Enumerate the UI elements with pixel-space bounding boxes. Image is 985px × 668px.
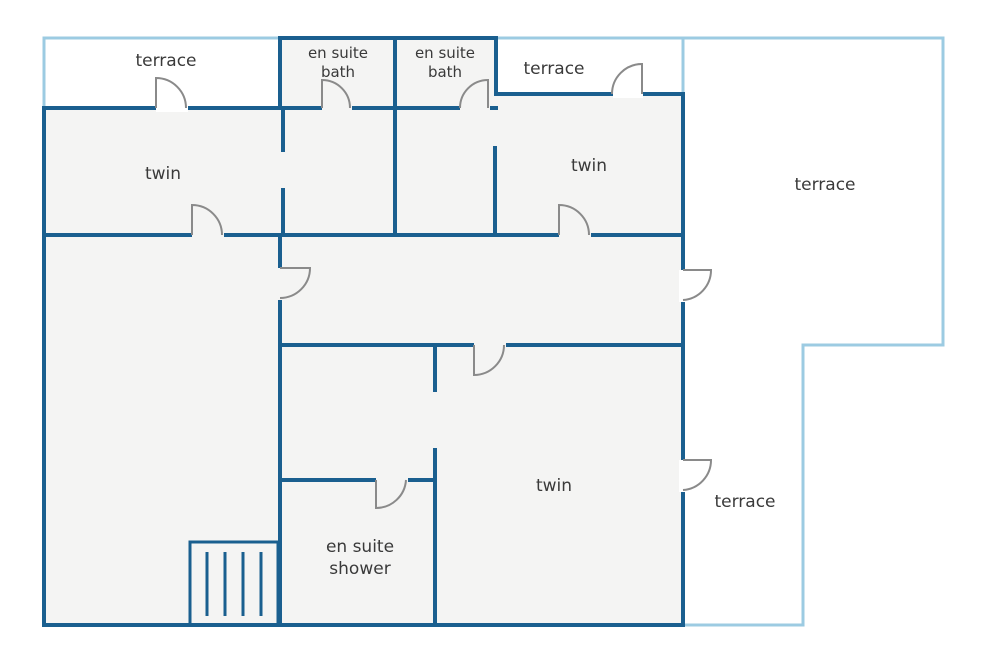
stairs-box	[188, 540, 280, 627]
door-swing	[558, 203, 590, 236]
doors	[155, 62, 713, 510]
label-en-suite-bath-1-line2: bath	[321, 63, 355, 81]
label-en-suite-bath-1-line1: en suite	[308, 44, 368, 62]
label-en-suite-shower-line1: en suite	[326, 537, 394, 557]
door-gap	[376, 476, 408, 484]
door-swing	[611, 62, 643, 95]
door-swing	[321, 78, 351, 109]
door-gap	[322, 104, 352, 112]
stairs	[205, 552, 263, 616]
door-gap	[559, 231, 591, 239]
door-swing	[473, 344, 505, 377]
door-swing	[155, 76, 187, 109]
door-gap	[474, 341, 506, 349]
door-gap	[613, 90, 643, 98]
label-terrace-top-mid: terrace	[523, 59, 584, 79]
door-swing	[459, 78, 489, 109]
label-terrace-right: terrace	[794, 175, 855, 195]
label-terrace-bottom-right: terrace	[714, 492, 775, 512]
door-gap	[156, 104, 188, 112]
door-swing	[279, 267, 312, 299]
label-twin-bottom: twin	[536, 476, 572, 496]
door-swing	[191, 203, 223, 236]
door-swing	[682, 459, 713, 491]
door-gap	[679, 460, 687, 492]
label-terrace-top-left: terrace	[135, 51, 196, 71]
label-en-suite-shower-line2: shower	[329, 559, 390, 579]
label-en-suite-bath-2-line2: bath	[428, 63, 462, 81]
door-gap	[460, 104, 490, 112]
terrace-top-left-outline	[42, 36, 280, 108]
label-twin-left: twin	[145, 164, 181, 184]
door-gap	[192, 231, 224, 239]
door-swing	[682, 269, 713, 301]
floor-main	[44, 38, 683, 625]
label-en-suite-bath-2-line1: en suite	[415, 44, 475, 62]
door-gap	[679, 270, 687, 302]
label-twin-right: twin	[571, 156, 607, 176]
terrace-right-outline	[681, 36, 945, 627]
labels: terrace en suite bath en suite bath terr…	[135, 44, 855, 579]
floor-fill	[44, 38, 683, 625]
door-swing	[375, 479, 407, 510]
door-gap	[276, 268, 284, 300]
